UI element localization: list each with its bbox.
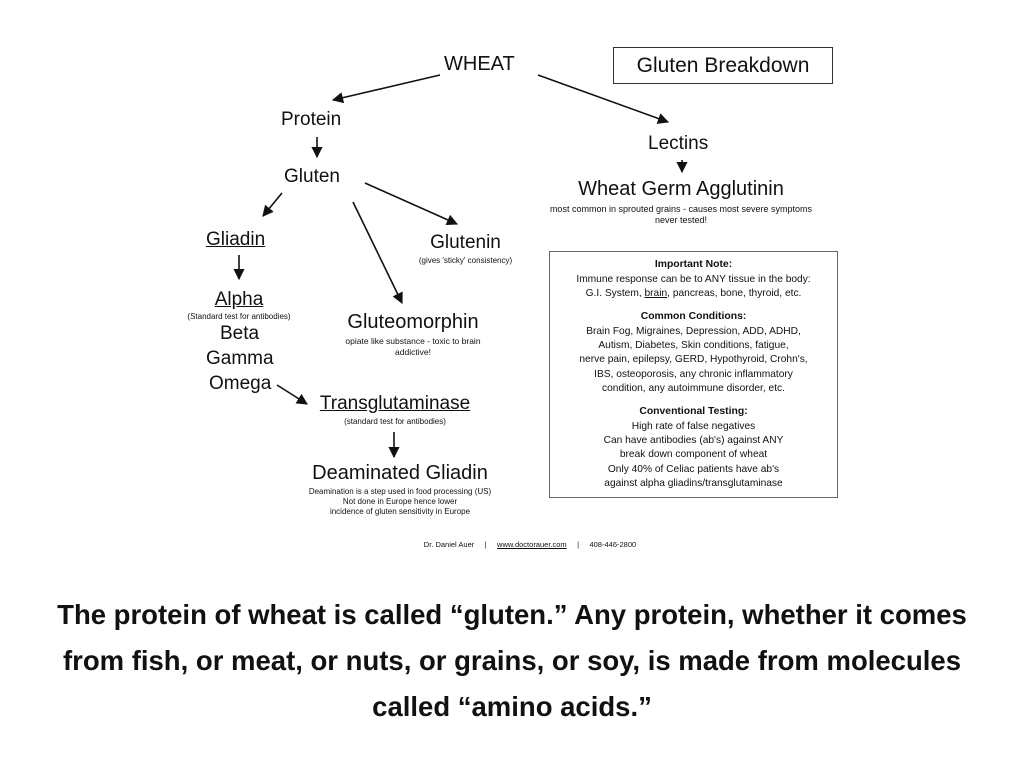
important-note-line-2: G.I. System, brain, pancreas, bone, thyr… xyxy=(550,287,837,301)
conditions-line: condition, any autoimmune disorder, etc. xyxy=(602,382,785,394)
node-glutenin: Glutenin (gives 'sticky' consistency) xyxy=(398,232,533,266)
node-wga: Wheat Germ Agglutinin most common in spr… xyxy=(545,178,817,227)
gluteomorphin-note-2: addictive! xyxy=(395,346,431,357)
node-deaminated-gliadin: Deaminated Gliadin Deamination is a step… xyxy=(300,462,500,517)
important-line-2a: G.I. System, xyxy=(585,287,645,299)
important-note-heading: Important Note: xyxy=(654,259,733,270)
important-line-2b: brain xyxy=(644,287,668,299)
conditions-line: IBS, osteoporosis, any chronic inflammat… xyxy=(594,368,793,380)
arrow-gluten-glutenin xyxy=(364,182,459,226)
testing-line: Only 40% of Celiac patients have ab's xyxy=(607,463,780,475)
arrow-omega-transglutaminase xyxy=(276,384,308,405)
arrow-wheat-protein xyxy=(331,74,441,104)
wga-label: Wheat Germ Agglutinin xyxy=(578,178,784,200)
slide-caption: The protein of wheat is called “gluten.”… xyxy=(57,599,967,722)
node-gluten: Gluten xyxy=(284,166,340,187)
important-line-2c: , pancreas, bone, thyroid, etc. xyxy=(667,287,802,299)
conditions-line: Autism, Diabetes, Skin conditions, fatig… xyxy=(598,339,789,351)
transglutaminase-label: Transglutaminase xyxy=(319,393,471,414)
node-transglutaminase: Transglutaminase (standard test for anti… xyxy=(309,393,481,427)
node-wheat: WHEAT xyxy=(444,53,515,75)
testing-line: break down component of wheat xyxy=(619,449,768,461)
testing-line: High rate of false negatives xyxy=(631,420,756,432)
node-gliadin: Gliadin xyxy=(206,229,266,250)
footer-author: Dr. Daniel Auer xyxy=(423,540,475,549)
arrow-wheat-lectins xyxy=(537,74,670,124)
gluteomorphin-note-1: opiate like substance - toxic to brain xyxy=(345,336,481,346)
node-omega: Omega xyxy=(209,373,272,394)
glutenin-label: Glutenin xyxy=(430,232,501,253)
important-note-line-1: Immune response can be to ANY tissue in … xyxy=(576,273,811,285)
footer-website-link[interactable]: www.doctorauer.com xyxy=(497,540,567,549)
footer-phone: 408-446-2800 xyxy=(589,540,637,549)
testing-line: Can have antibodies (ab's) against ANY xyxy=(603,434,784,446)
node-alpha: Alpha (Standard test for antibodies) xyxy=(176,289,302,322)
alpha-label: Alpha xyxy=(214,289,264,310)
deaminated-note-2: Not done in Europe hence lower xyxy=(342,497,458,506)
node-beta: Beta xyxy=(220,323,260,344)
title-box: Gluten Breakdown xyxy=(613,47,833,84)
deaminated-note-1: Deamination is a step used in food proce… xyxy=(308,487,492,496)
transglutaminase-note: (standard test for antibodies) xyxy=(344,416,446,426)
testing-heading: Conventional Testing: xyxy=(639,406,748,418)
footer-credits: Dr. Daniel Auer | www.doctorauer.com | 4… xyxy=(390,540,670,549)
conditions-line: Brain Fog, Migraines, Depression, ADD, A… xyxy=(586,325,801,337)
node-lectins: Lectins xyxy=(648,133,709,154)
footer-separator: | xyxy=(484,540,487,549)
conditions-line: nerve pain, epilepsy, GERD, Hypothyroid,… xyxy=(579,354,808,366)
testing-line: against alpha gliadins/transglutaminase xyxy=(604,477,783,489)
important-note-box: Important Note: Immune response can be t… xyxy=(549,251,838,498)
alpha-note: (Standard test for antibodies) xyxy=(187,311,291,321)
diagram-title: Gluten Breakdown xyxy=(636,53,810,77)
node-gluteomorphin: Gluteomorphin opiate like substance - to… xyxy=(333,311,493,357)
wga-note-2: never tested! xyxy=(654,215,708,226)
deaminated-note-3: incidence of gluten sensitivity in Europ… xyxy=(329,507,471,516)
arrow-gluten-gluteomorphin xyxy=(352,201,403,305)
deaminated-label: Deaminated Gliadin xyxy=(312,462,488,484)
arrow-gluten-gliadin xyxy=(262,192,283,217)
conditions-heading: Common Conditions: xyxy=(640,311,747,323)
node-protein: Protein xyxy=(281,109,342,130)
wga-note-1: most common in sprouted grains - causes … xyxy=(549,204,813,214)
gluteomorphin-label: Gluteomorphin xyxy=(347,311,479,333)
node-gamma: Gamma xyxy=(206,348,274,369)
glutenin-note: (gives 'sticky' consistency) xyxy=(418,255,513,265)
footer-separator: | xyxy=(577,540,580,549)
